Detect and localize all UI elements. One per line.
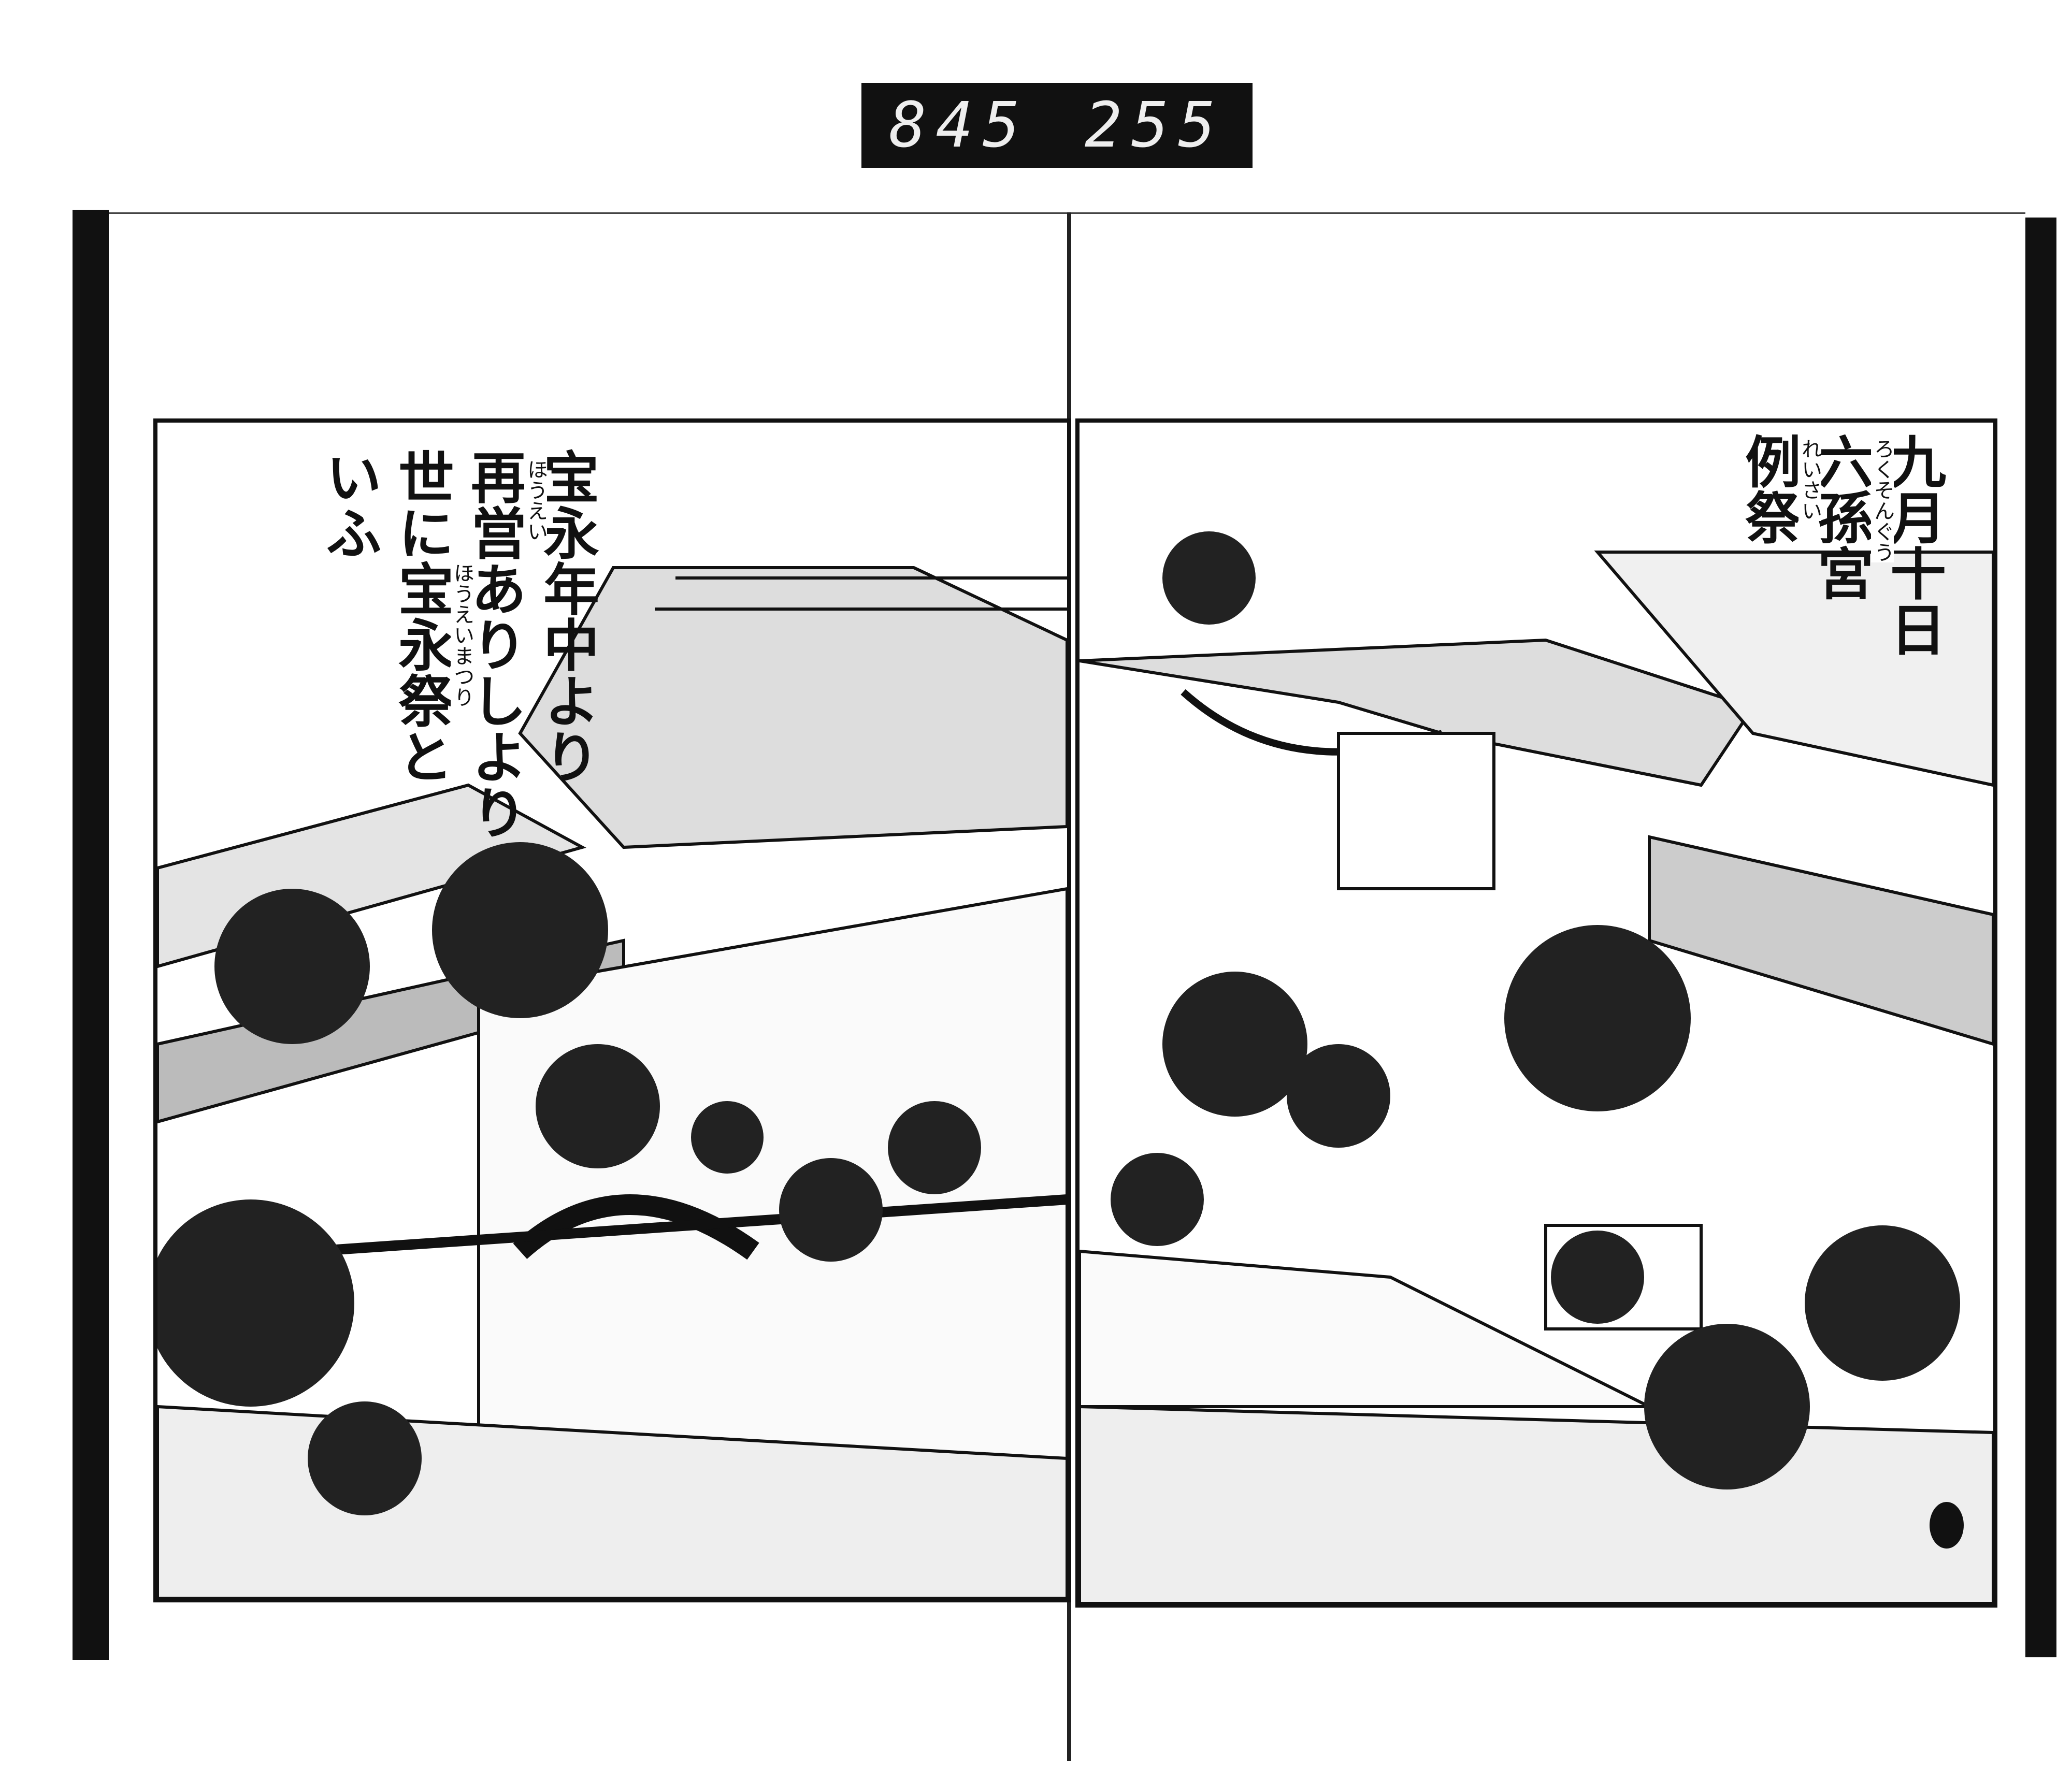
book-cover-edge-left: [73, 210, 109, 1660]
archive-number-right: 255: [1084, 89, 1225, 162]
left-illustration-frame: 宝永年中より 再営ありしより 世に宝永祭と いふ ほうえい ほうえいまつり: [153, 418, 1071, 1602]
book-cover-edge-right: [2025, 218, 2056, 1657]
left-caption-line-3: 世に宝永祭と: [389, 449, 454, 784]
left-caption: 宝永年中より 再営ありしより 世に宝永祭と いふ: [313, 449, 603, 840]
right-illustration: [1080, 531, 1993, 1603]
ruby-rokusongu: ろくそんぐう: [1870, 438, 1894, 562]
archive-number-label: 845 255: [861, 83, 1253, 168]
right-caption-line-3: 例祭: [1736, 433, 1801, 545]
left-caption-line-4: いふ: [316, 449, 382, 560]
page-number-seal: [1930, 1502, 1964, 1549]
ruby-hoei-matsuri: ほうえいまつり: [450, 562, 474, 707]
right-illustration-frame: 九月十日 六孫宮 例祭 ろくそんぐう れいさい: [1075, 418, 1997, 1608]
ruby-hoei: ほうえい: [524, 459, 548, 542]
right-caption: 九月十日 六孫宮 例祭: [1732, 433, 1950, 657]
left-illustration: [157, 566, 1067, 1598]
ruby-reisai: れいさい: [1798, 438, 1822, 521]
archive-number-left: 845: [889, 89, 1030, 162]
